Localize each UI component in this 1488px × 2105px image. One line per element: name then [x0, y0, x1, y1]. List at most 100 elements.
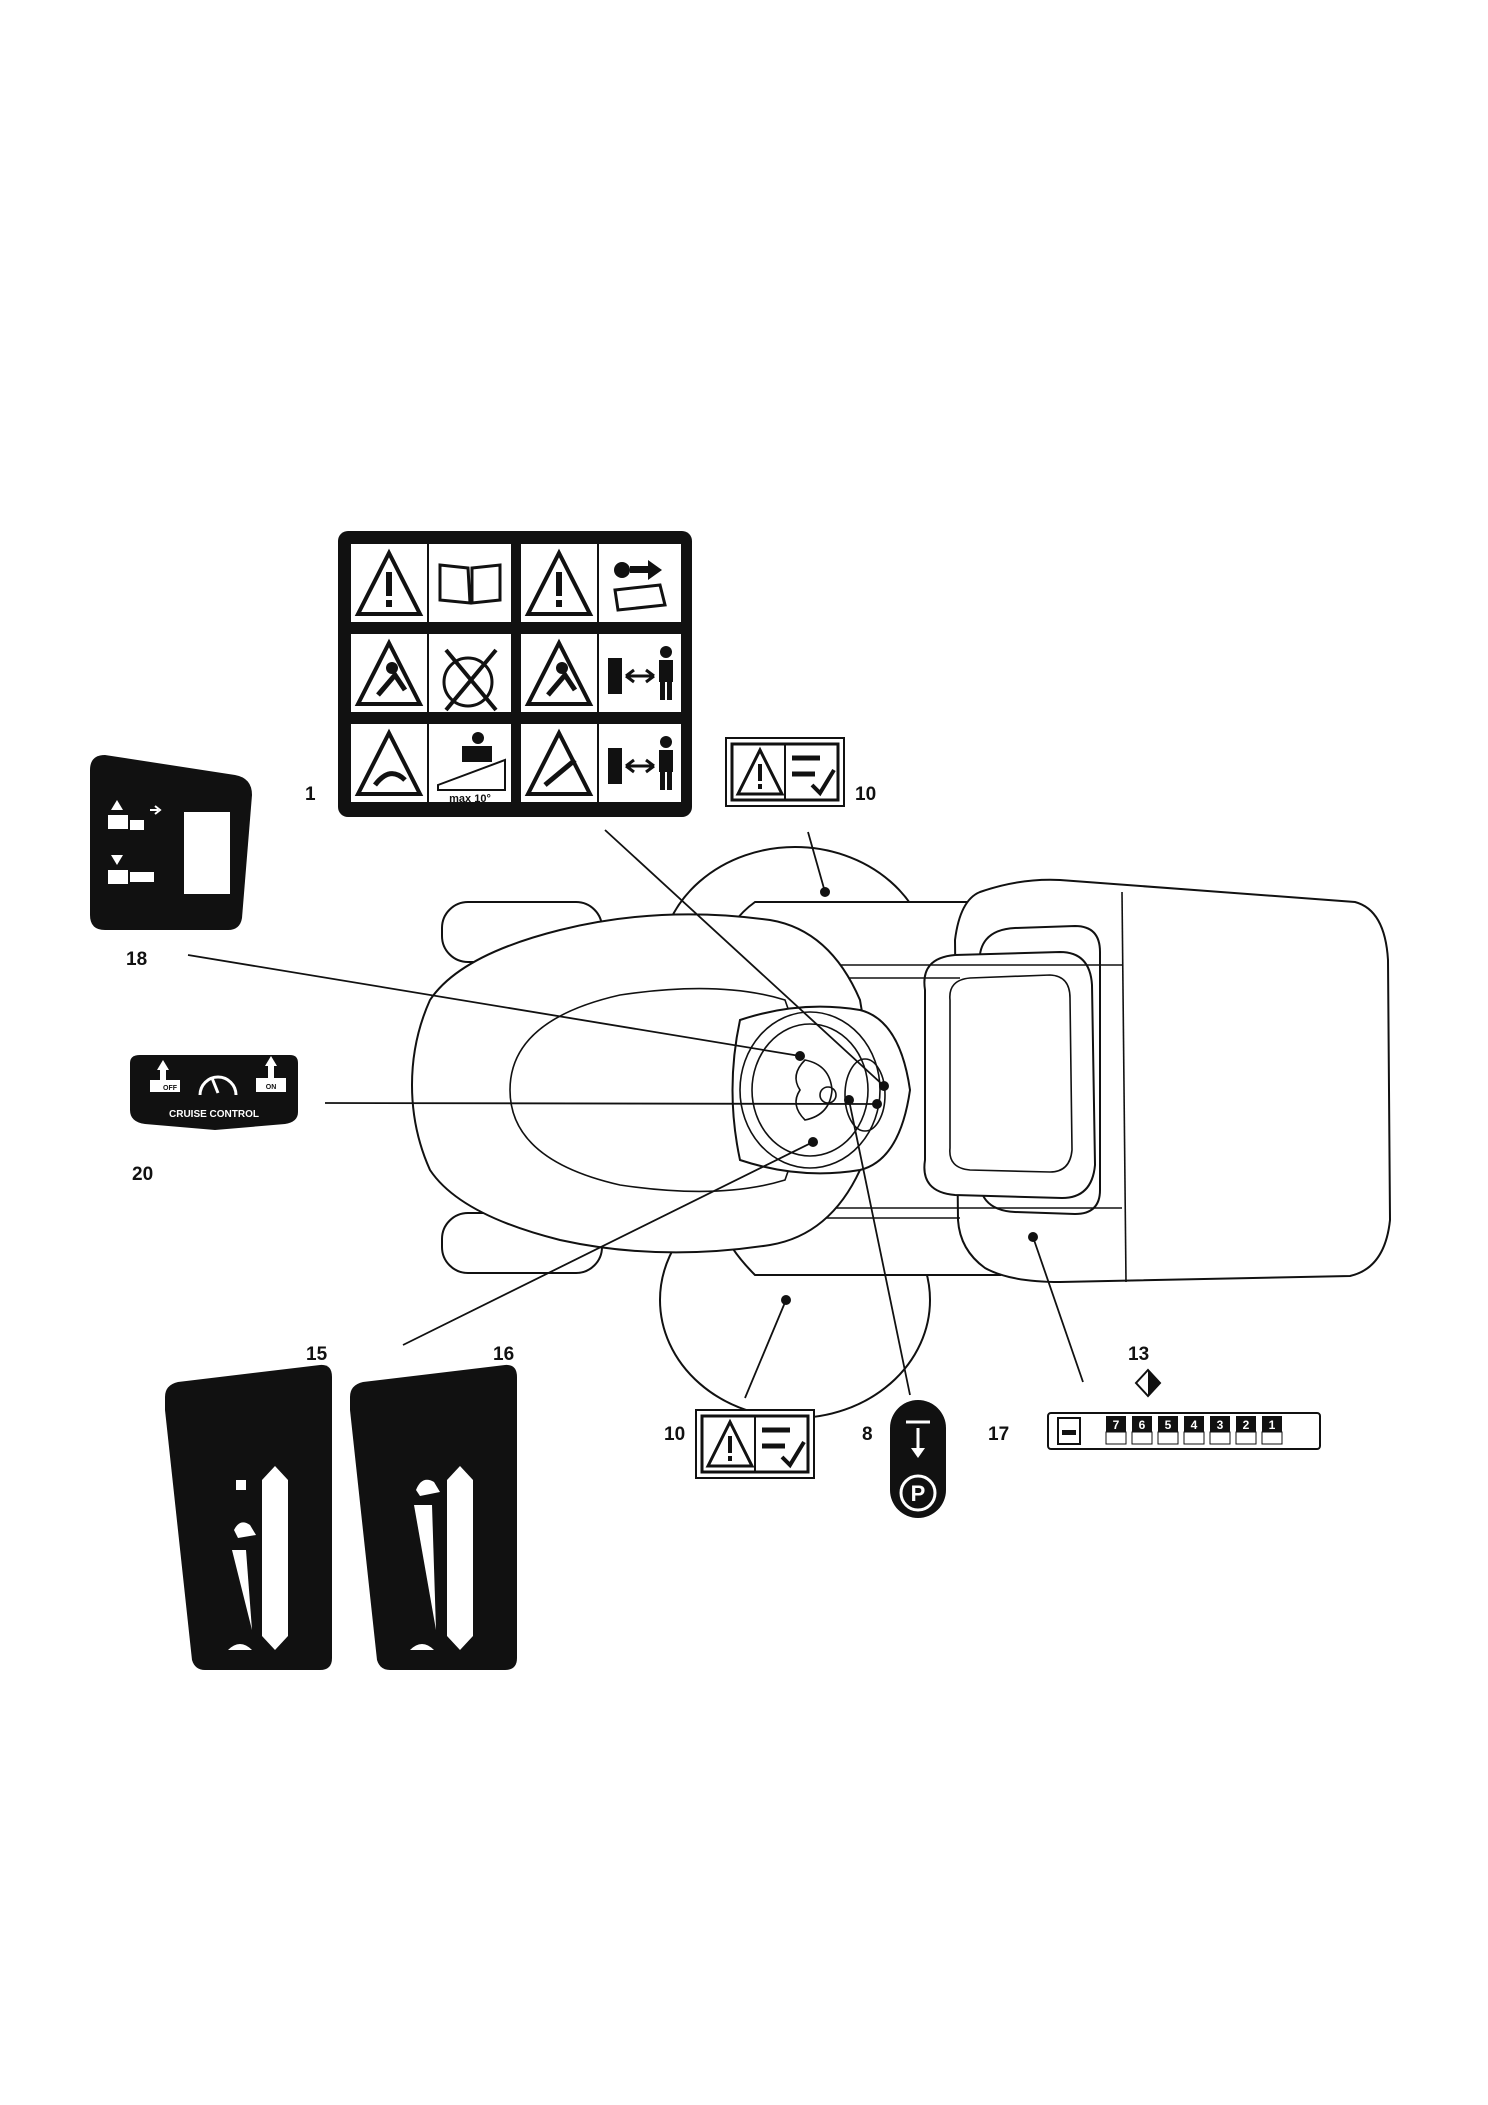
leader-line-10-top — [807, 831, 826, 893]
leader-line-1 — [604, 829, 885, 1087]
leader-line-13 — [1032, 1236, 1084, 1383]
steering-wheel-inner — [751, 1023, 869, 1157]
decal-20-cruise-control: OFF ON CRUISE CONTROL — [130, 1055, 298, 1130]
arrow-up-icon — [111, 800, 123, 810]
callout-18: 18 — [126, 949, 147, 970]
decal-17-gear-selector: 7 6 5 4 3 2 1 — [1047, 1412, 1321, 1450]
steering-column — [844, 1058, 886, 1132]
decal-10-bottom — [695, 1409, 815, 1479]
gear-1: 1 — [1261, 1416, 1283, 1445]
distance-arrow-icon — [625, 668, 655, 684]
speed-wedge-16 — [414, 1505, 436, 1630]
rabbit-icon-16 — [416, 1479, 440, 1496]
steering-hub — [795, 1059, 833, 1121]
seat-cushion — [949, 974, 1073, 1173]
decal-13-direction — [1134, 1368, 1162, 1398]
gear-label-7: 7 — [1113, 1418, 1120, 1432]
warning-cell-distance-2 — [519, 722, 683, 804]
callout-10-bottom: 10 — [664, 1424, 685, 1445]
decal-16-bg — [350, 1364, 517, 1670]
callout-10-top: 10 — [855, 784, 876, 805]
mower-top-view — [410, 846, 1392, 1419]
callout-1: 1 — [305, 784, 316, 805]
lever-slot — [184, 812, 230, 894]
parking-icon — [899, 1474, 937, 1512]
decal-10-top — [725, 737, 845, 807]
steering-center — [819, 1086, 837, 1104]
gear-label-6: 6 — [1139, 1418, 1146, 1432]
machine-block-icon — [608, 658, 622, 694]
warning-cell-key — [519, 542, 683, 624]
decal-15-bg — [165, 1364, 332, 1670]
gear-6: 6 — [1131, 1416, 1153, 1445]
warning-cell-slope: max 10° — [349, 722, 513, 805]
leader-line-15 — [402, 1141, 814, 1346]
arrow-right-icon — [648, 560, 662, 580]
gear-label-2: 2 — [1243, 1418, 1250, 1432]
cruise-off-label: OFF — [163, 1085, 178, 1092]
turtle-icon-16 — [410, 1644, 434, 1650]
slope-icon — [437, 758, 506, 791]
gear-4: 4 — [1183, 1416, 1205, 1445]
decal-warning-panel: max 10° — [338, 531, 692, 817]
speed-slot — [447, 1466, 473, 1650]
steering-wheel-outer — [739, 1011, 881, 1169]
choke-icon — [236, 1480, 246, 1490]
throttle-slot — [262, 1466, 288, 1650]
speedometer-icon — [198, 1075, 238, 1096]
decal-18-lift-lever — [90, 755, 252, 930]
cruise-control-label: CRUISE CONTROL — [169, 1109, 259, 1120]
decal-15-throttle — [165, 1364, 332, 1670]
parking-label: P — [911, 1481, 926, 1506]
gear-label-4: 4 — [1191, 1418, 1198, 1432]
warning-cell-rollover — [349, 632, 513, 714]
cruise-bg — [130, 1055, 298, 1130]
warning-cell-manual — [349, 542, 513, 624]
person-icon — [660, 646, 672, 658]
cruise-off-arrow-icon — [157, 1060, 169, 1070]
decal-16-speed — [350, 1364, 517, 1670]
key-icon — [614, 562, 630, 578]
callout-13: 13 — [1128, 1344, 1149, 1365]
callout-20: 20 — [132, 1164, 153, 1185]
manual-book-icon — [438, 563, 502, 605]
leader-lines — [187, 829, 1084, 1399]
rabbit-icon — [234, 1522, 256, 1538]
gear-label-3: 3 — [1217, 1418, 1224, 1432]
callout-8: 8 — [862, 1424, 873, 1445]
cruise-on-arrow-icon — [265, 1056, 277, 1066]
leader-line-8 — [848, 1099, 911, 1396]
leader-line-18 — [187, 954, 801, 1057]
rear-fender-seam — [1121, 891, 1127, 1283]
gear-boxes: 7 6 5 4 3 2 1 — [1105, 1416, 1283, 1445]
gear-2: 2 — [1235, 1416, 1257, 1445]
speed-wedge — [232, 1550, 252, 1630]
person-falling-icon — [386, 662, 398, 674]
callout-17: 17 — [988, 1424, 1009, 1445]
tractor-tip-icon — [373, 771, 407, 787]
check-icon — [810, 768, 836, 797]
leader-line-10-bottom — [744, 1299, 787, 1399]
leader-line-20 — [324, 1102, 878, 1105]
callout-15: 15 — [306, 1344, 328, 1365]
parking-bg — [890, 1400, 946, 1518]
callout-16: 16 — [493, 1344, 514, 1365]
gear-3: 3 — [1209, 1416, 1231, 1445]
manual-open-icon — [613, 583, 667, 612]
cruise-on-label: ON — [266, 1084, 277, 1091]
gear-5: 5 — [1157, 1416, 1179, 1445]
warning-cell-distance-1 — [519, 632, 683, 714]
seat — [923, 950, 1097, 1200]
gear-7: 7 — [1105, 1416, 1127, 1445]
callout-labels: 1 10 18 20 15 16 10 8 13 17 — [126, 784, 1149, 1445]
turtle-icon — [228, 1644, 252, 1650]
gear-label-1: 1 — [1269, 1418, 1276, 1432]
gear-label-5: 5 — [1165, 1418, 1172, 1432]
mower-deck-icon — [792, 755, 820, 777]
arrow-down-icon — [111, 855, 123, 865]
deck-up-icon — [108, 815, 128, 829]
slope-label: max 10° — [449, 793, 491, 805]
deck-down-icon — [108, 870, 128, 884]
